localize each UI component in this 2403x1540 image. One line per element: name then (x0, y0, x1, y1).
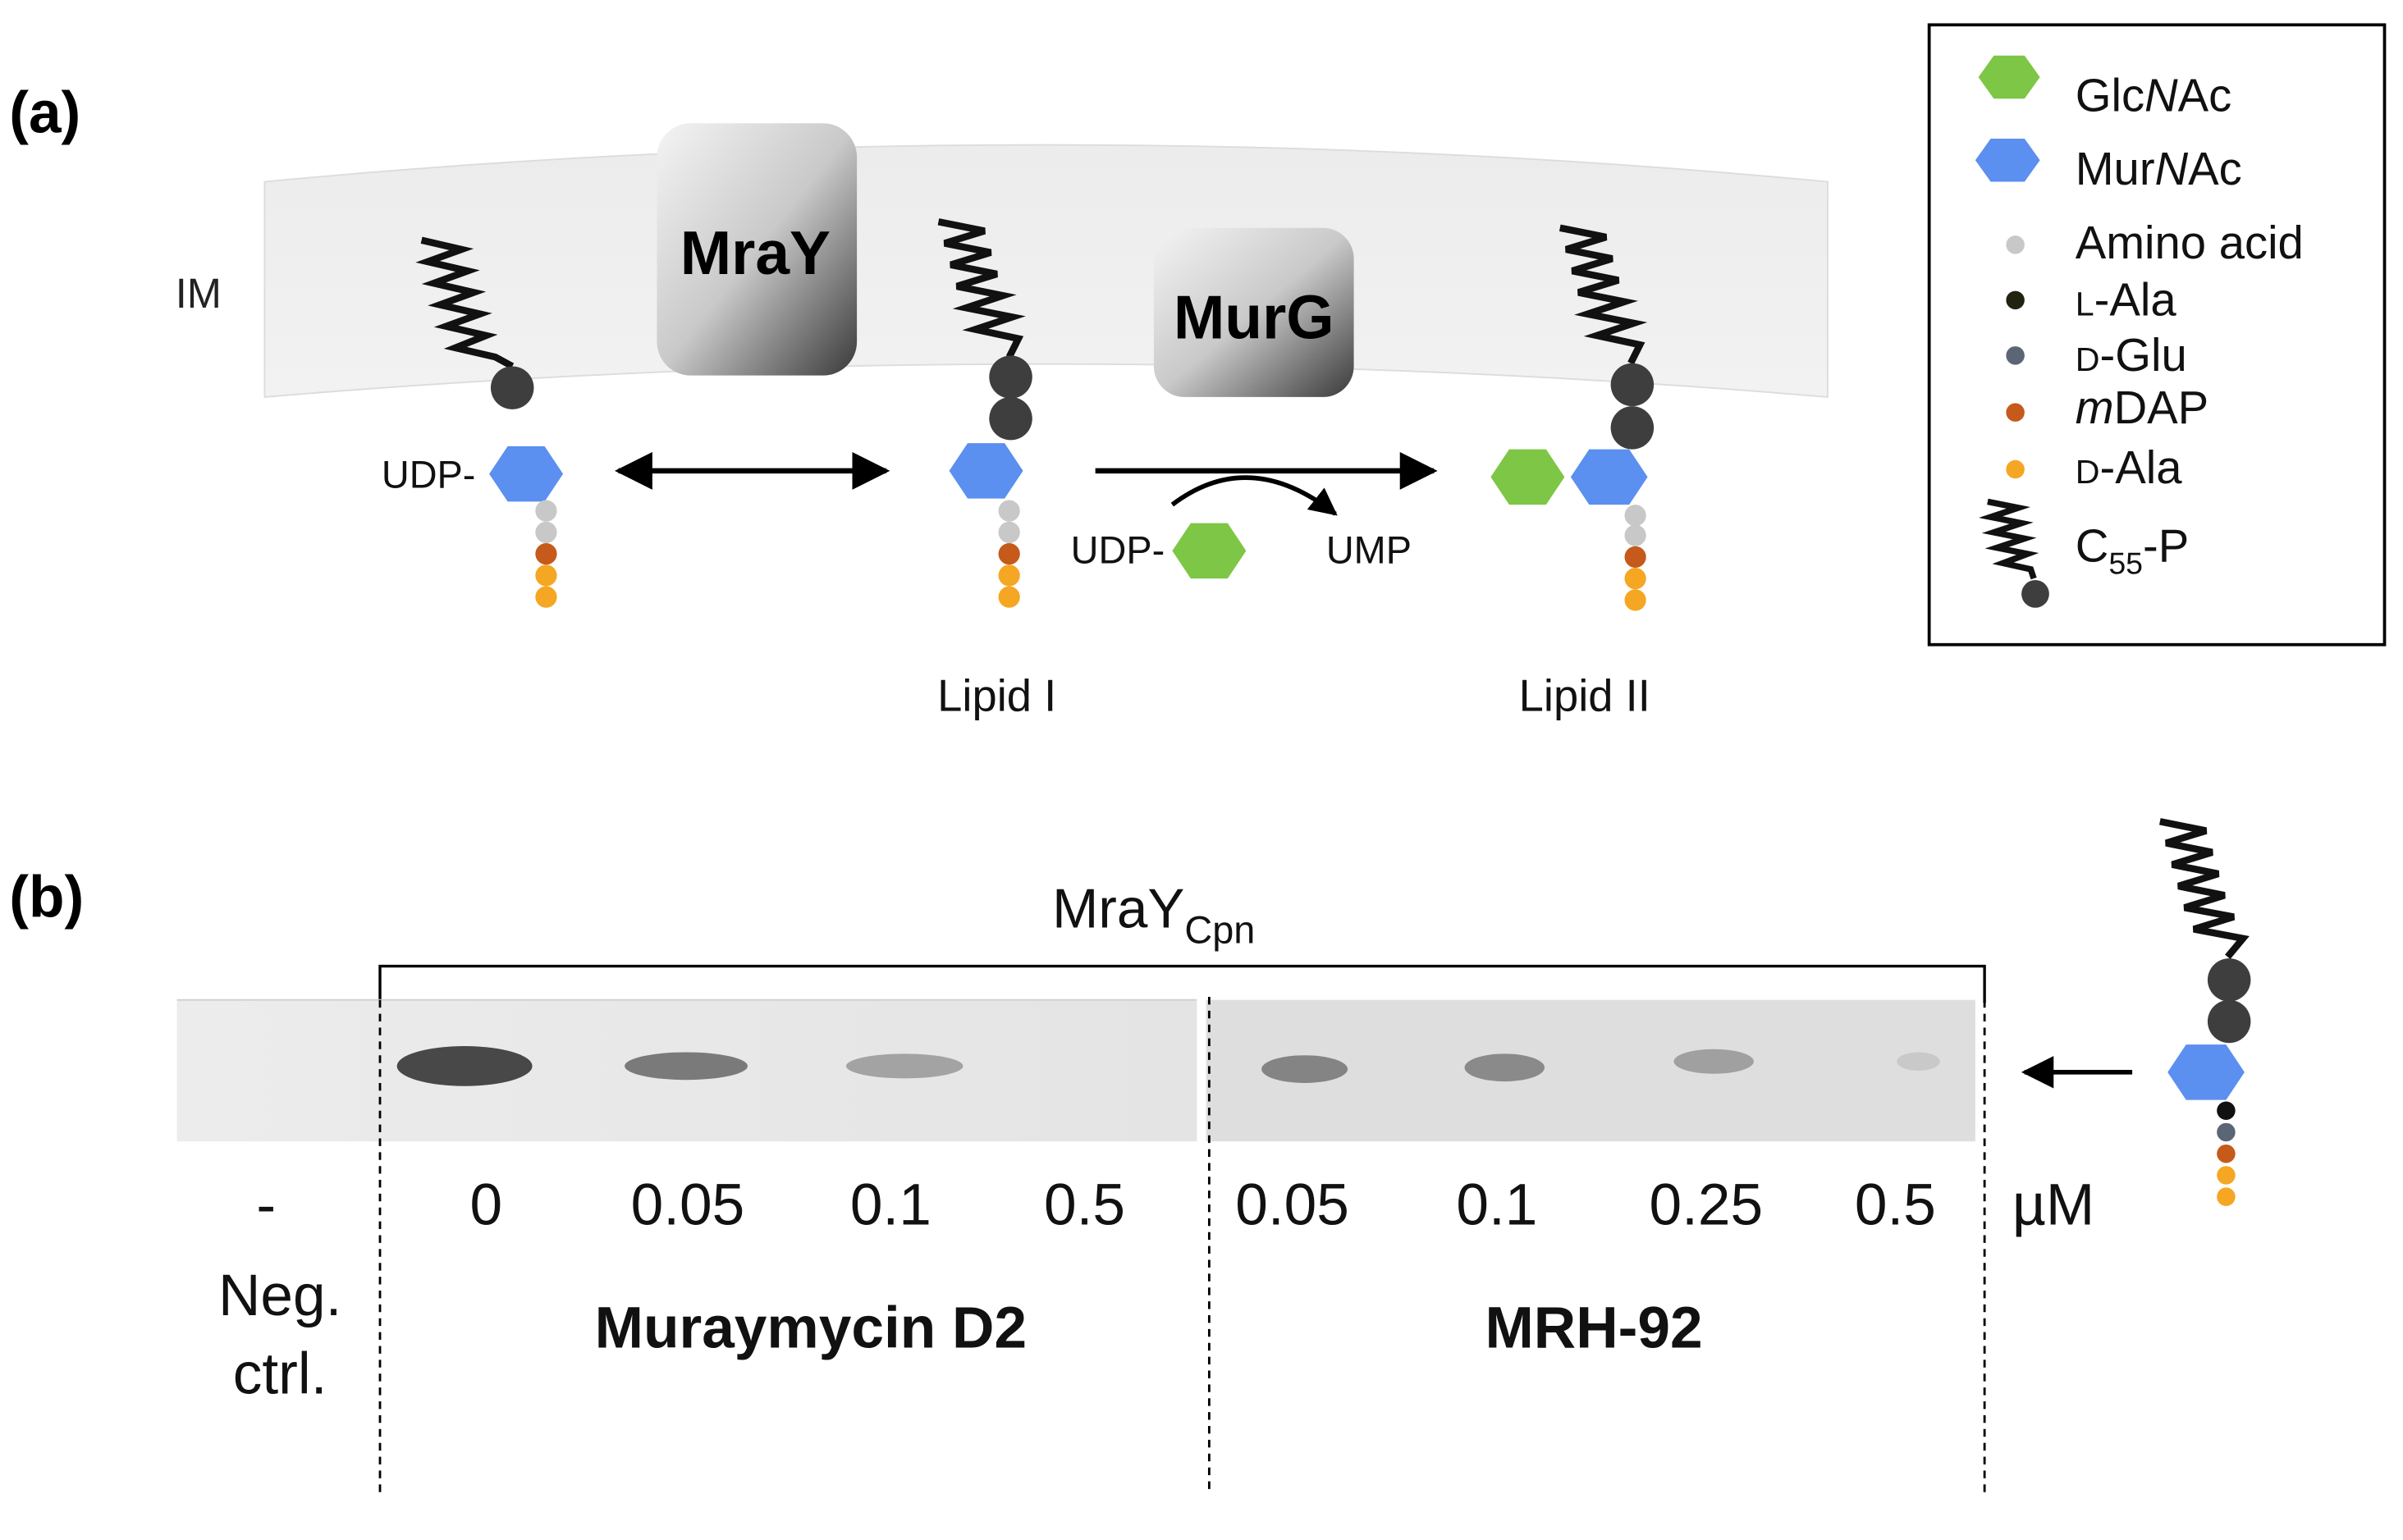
amino-acid-icon (2006, 235, 2025, 254)
lane-conc: 0.1 (1456, 1172, 1537, 1237)
amino-acid (1624, 505, 1646, 527)
gel-band (396, 1045, 533, 1086)
group-muraymycin: Muraymycin D2 (595, 1296, 1027, 1360)
mdap (1624, 546, 1646, 569)
legend-d-glu: D-Glu (2076, 329, 2187, 381)
glcnac-hexagon (1172, 523, 1247, 579)
glcnac-icon (1978, 55, 2040, 99)
phosphate (989, 355, 1032, 399)
panel-a-label: (a) (9, 81, 80, 146)
legend-d-ala: D-Ala (2076, 441, 2182, 493)
mray-label: MraY (680, 218, 831, 287)
unit-label: µM (2012, 1172, 2094, 1237)
d-ala (998, 564, 1020, 587)
neg-ctrl-line1: Neg. (218, 1264, 341, 1328)
amino-acid (535, 521, 557, 544)
gel-bands (396, 1045, 1940, 1086)
lipid-i-icon (2158, 818, 2251, 1206)
lane-conc: 0.5 (1044, 1172, 1125, 1237)
lane-conc: 0.05 (631, 1172, 745, 1237)
gel-band (1673, 1049, 1754, 1074)
lipid-i-label: Lipid I (937, 670, 1056, 720)
mdap (535, 543, 557, 565)
panel-b: (b) MraYCpn (9, 818, 2251, 1496)
murnac-hexagon (949, 443, 1023, 499)
lane-labels: - 0 0.05 0.1 0.5 0.05 0.1 0.25 0.5 µM (256, 1172, 2094, 1237)
legend-l-ala: L-Ala (2076, 274, 2177, 326)
l-ala-icon (2006, 290, 2025, 310)
lane-conc: 0.05 (1235, 1172, 1349, 1237)
d-glu-icon (2006, 346, 2025, 365)
d-ala-icon (2006, 459, 2025, 479)
murg-enzyme: MurG (1153, 227, 1354, 397)
panel-b-label: (b) (9, 866, 84, 930)
d-ala (998, 586, 1020, 608)
gel-band (1464, 1053, 1545, 1082)
lane-conc: 0 (470, 1172, 503, 1237)
mray-enzyme: MraY (657, 123, 858, 376)
phosphate (989, 396, 1032, 441)
gel-band (845, 1053, 963, 1079)
glcnac-hexagon (1490, 449, 1565, 505)
gel-band (1897, 1052, 1940, 1071)
udp-glcnac-transfer-arrow (1170, 475, 1338, 516)
neg-ctrl-line2: ctrl. (233, 1342, 327, 1407)
legend-glcnac: GlcNAc (2076, 69, 2232, 121)
murnac-hexagon (1570, 449, 1648, 505)
amino-acid (535, 500, 557, 522)
c55-chain (937, 218, 1026, 359)
d-ala (1624, 568, 1646, 590)
membrane-label: IM (176, 270, 222, 317)
legend-mdap: mDAP (2076, 382, 2208, 433)
c55-chain (415, 236, 515, 370)
group-mrh92: MRH-92 (1485, 1296, 1702, 1360)
amino-acid (1624, 524, 1646, 546)
c55-chain (1559, 224, 1648, 365)
murnac-hexagon (489, 446, 564, 502)
enzyme-label: MraYCpn (1052, 879, 1255, 952)
lane-conc: 0.5 (1855, 1172, 1936, 1237)
panel-a: (a) IM MraY MurG UDP- (9, 81, 1829, 720)
mdap (998, 543, 1020, 565)
d-ala (1624, 589, 1646, 611)
udp-prefix-murg: UDP- (1071, 528, 1165, 571)
lane-conc: - (256, 1172, 276, 1237)
murg-label: MurG (1174, 283, 1334, 352)
legend-amino-acid: Amino acid (2076, 217, 2304, 268)
murnac-icon (1975, 139, 2040, 182)
amino-acid (998, 521, 1020, 544)
lane-conc: 0.1 (850, 1172, 931, 1237)
phosphate (490, 366, 534, 409)
udp-murnac-pentapeptide: UDP- (382, 236, 564, 608)
d-ala (535, 564, 557, 587)
legend-c55p: C55-P (2076, 520, 2190, 581)
gel-band (625, 1052, 748, 1081)
d-ala (535, 586, 557, 608)
lipid-i-structure: Lipid I (937, 218, 1056, 720)
legend: GlcNAc MurNAc Amino acid L-Ala D-Glu mDA… (1927, 23, 2387, 647)
legend-box (1927, 23, 2387, 647)
legend-murnac: MurNAc (2076, 143, 2242, 194)
phosphate (1610, 406, 1655, 450)
udp-prefix-left: UDP- (382, 454, 476, 496)
gel-band (1261, 1055, 1348, 1083)
enzyme-bracket (378, 964, 1986, 1003)
lipid-ii-structure: Lipid II (1490, 224, 1655, 720)
lipid-ii-label: Lipid II (1519, 670, 1650, 720)
lane-conc: 0.25 (1650, 1172, 1764, 1237)
ump-label: UMP (1326, 528, 1412, 571)
mdap-icon (2006, 403, 2025, 422)
amino-acid (998, 500, 1020, 522)
phosphate (1610, 363, 1655, 407)
c55p-icon (1979, 498, 2049, 608)
